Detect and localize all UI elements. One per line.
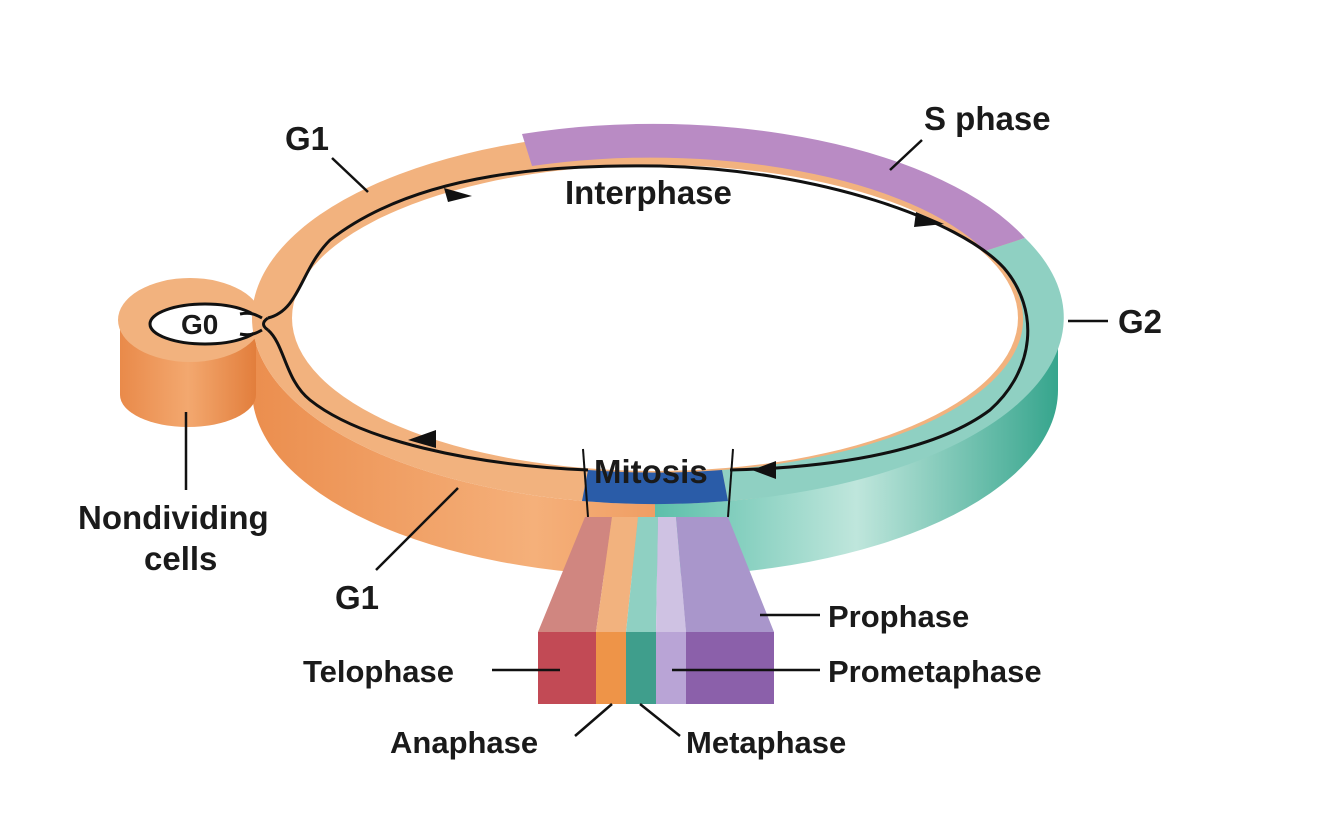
telophase-block <box>538 632 596 704</box>
g2-segment <box>722 238 1064 501</box>
label-s-phase: S phase <box>924 100 1051 137</box>
leader-anaphase <box>574 703 613 737</box>
prophase-block <box>686 632 774 704</box>
prometaphase-block <box>656 632 686 704</box>
label-g0: G0 <box>181 309 218 340</box>
leader-g1-top <box>331 157 369 193</box>
label-interphase: Interphase <box>565 174 732 211</box>
label-g1-top: G1 <box>285 120 329 157</box>
arrowhead-icon <box>444 188 472 202</box>
label-telophase: Telophase <box>303 654 454 689</box>
arrowhead-icon <box>914 212 944 227</box>
metaphase-top <box>626 517 658 632</box>
label-anaphase: Anaphase <box>390 725 538 760</box>
arrowhead-icon <box>752 461 776 479</box>
mitosis-breakdown <box>538 517 774 704</box>
g0-loop <box>118 278 262 427</box>
leader-s-phase <box>889 139 923 171</box>
prophase-top <box>676 517 774 632</box>
label-g1-bottom: G1 <box>335 579 379 616</box>
leader-metaphase <box>639 703 681 737</box>
cycle-path <box>239 164 1030 472</box>
metaphase-block <box>626 632 656 704</box>
ring-side-wall <box>252 318 1058 576</box>
label-metaphase: Metaphase <box>686 725 846 760</box>
cycle-arrowheads <box>408 188 944 479</box>
labels: G1 S phase Interphase G2 G0 Mitosis Nond… <box>78 100 1162 760</box>
label-prometaphase: Prometaphase <box>828 654 1042 689</box>
telophase-top <box>538 517 612 632</box>
ring-top-face <box>252 123 1064 518</box>
arrowhead-icon <box>408 430 436 448</box>
anaphase-block <box>596 632 626 704</box>
leader-g1-bottom <box>375 487 459 571</box>
label-mitosis: Mitosis <box>594 453 708 490</box>
anaphase-top <box>596 517 638 632</box>
s-phase-segment <box>522 123 1025 251</box>
leader-lines <box>184 139 1108 737</box>
label-nondividing-line2: cells <box>144 540 217 577</box>
label-nondividing-line1: Nondividing <box>78 499 269 536</box>
mitosis-segment <box>582 470 728 505</box>
label-prophase: Prophase <box>828 599 969 634</box>
label-g2: G2 <box>1118 303 1162 340</box>
